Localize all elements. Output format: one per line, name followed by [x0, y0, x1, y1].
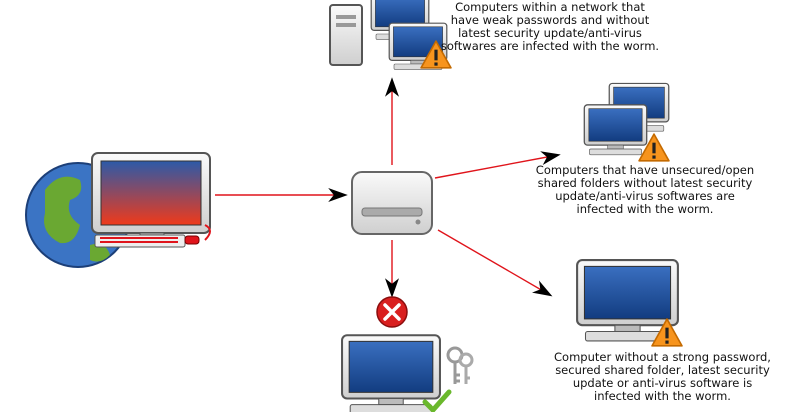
- keys-icon: [446, 346, 474, 384]
- removable-drive-icon: [351, 171, 433, 235]
- caption-shared-folders: Computers that have unsecured/open share…: [535, 163, 755, 216]
- shared-folder-computers-icon: [583, 82, 670, 162]
- caption-weak-passwords: Computers within a network that have wea…: [440, 0, 660, 53]
- check-icon: [422, 389, 452, 412]
- infected-computer-icon: [91, 152, 211, 248]
- arrow-drive-to-shared: [434, 151, 561, 179]
- unprotected-computer-icon: [576, 259, 683, 347]
- infection-arrows: [215, 77, 561, 298]
- network-computers-icon: [329, 0, 452, 70]
- blocked-icon: [376, 296, 408, 328]
- arrow-drive-to-unprotected: [437, 229, 553, 297]
- protected-computer-icon: [341, 334, 474, 412]
- caption-no-protection: Computer without a strong password, secu…: [554, 350, 771, 403]
